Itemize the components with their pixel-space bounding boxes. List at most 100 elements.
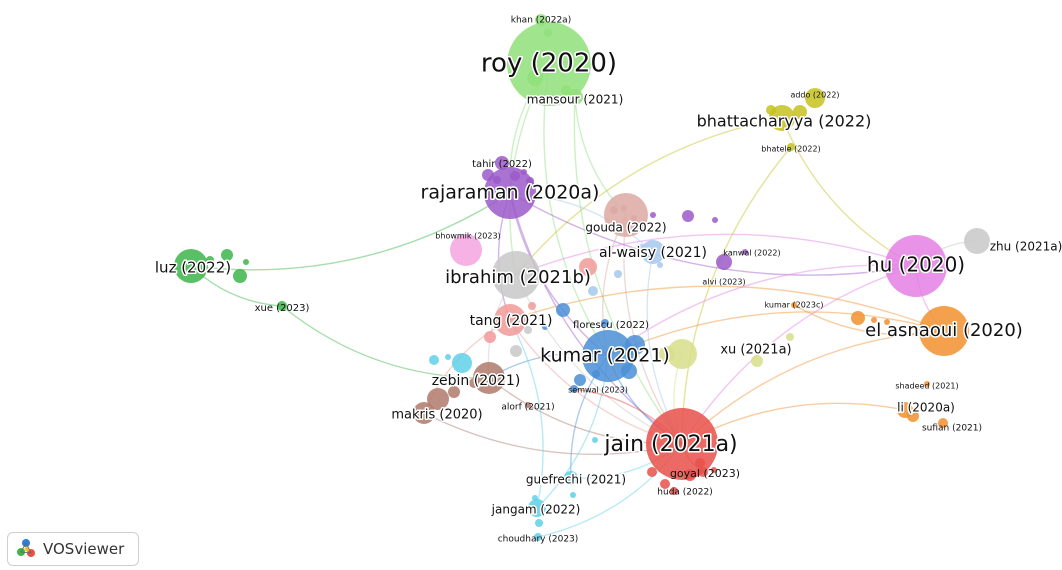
node-ibrahim[interactable] bbox=[492, 251, 540, 299]
node-tang[interactable] bbox=[494, 304, 526, 336]
node-mansour[interactable] bbox=[567, 89, 583, 105]
label-zebin[interactable]: zebin (2021) bbox=[430, 372, 522, 391]
label-bhattacharyya[interactable]: bhattacharyya (2022) bbox=[695, 110, 873, 132]
node-alorf[interactable] bbox=[525, 402, 531, 408]
satellite-node-51[interactable] bbox=[647, 467, 657, 477]
node-kanwal[interactable] bbox=[742, 249, 748, 255]
satellite-node-27[interactable] bbox=[556, 303, 570, 317]
node-khan[interactable] bbox=[535, 14, 547, 26]
node-makris[interactable] bbox=[413, 402, 435, 424]
label-addo[interactable]: addo (2022) bbox=[790, 91, 839, 100]
label-goyal[interactable]: goyal (2023) bbox=[670, 467, 740, 480]
satellite-node-16[interactable] bbox=[221, 249, 233, 261]
satellite-node-42[interactable] bbox=[429, 355, 439, 365]
node-al-waisy[interactable] bbox=[641, 240, 665, 264]
label-florescu[interactable]: florescu (2022) bbox=[573, 320, 649, 331]
satellite-node-17[interactable] bbox=[233, 269, 247, 283]
label-kumar[interactable]: kumar (2021) bbox=[539, 343, 672, 368]
satellite-node-22[interactable] bbox=[588, 286, 598, 296]
label-guefrechi[interactable]: guefrechi (2021) bbox=[524, 471, 627, 488]
node-kumar[interactable] bbox=[582, 330, 634, 382]
satellite-node-18[interactable] bbox=[243, 259, 249, 265]
satellite-node-32[interactable] bbox=[542, 324, 548, 330]
node-bhatele[interactable] bbox=[787, 143, 795, 151]
label-bhowmik[interactable]: bhowmik (2023) bbox=[435, 232, 500, 241]
satellite-node-10[interactable] bbox=[682, 210, 694, 222]
node-roy[interactable] bbox=[507, 22, 591, 106]
node-jangam[interactable] bbox=[528, 499, 546, 517]
satellite-node-56[interactable] bbox=[996, 243, 1004, 251]
node-bhowmik[interactable] bbox=[450, 234, 482, 266]
label-jangam[interactable]: jangam (2022) bbox=[489, 501, 582, 518]
node-jain[interactable] bbox=[646, 408, 718, 480]
node-sufian[interactable] bbox=[938, 418, 948, 428]
label-alvi[interactable]: alvi (2023) bbox=[702, 278, 745, 287]
node-alvi[interactable] bbox=[716, 254, 732, 270]
satellite-node-34[interactable] bbox=[524, 326, 532, 334]
node-zebin[interactable] bbox=[473, 362, 505, 394]
satellite-node-47[interactable] bbox=[535, 519, 543, 527]
node-tahir[interactable] bbox=[495, 156, 509, 170]
label-semwal[interactable]: semwal (2023) bbox=[568, 386, 628, 395]
satellite-node-24[interactable] bbox=[579, 258, 597, 276]
satellite-node-45[interactable] bbox=[570, 492, 576, 498]
satellite-node-30[interactable] bbox=[574, 374, 586, 386]
label-luz[interactable]: luz (2022) bbox=[153, 257, 232, 278]
node-shadeed[interactable] bbox=[924, 381, 930, 387]
label-xu[interactable]: xu (2021a) bbox=[719, 341, 793, 359]
satellite-node-55[interactable] bbox=[711, 467, 717, 473]
satellite-node-33[interactable] bbox=[510, 345, 522, 357]
label-ibrahim[interactable]: ibrahim (2021b) bbox=[444, 266, 593, 290]
node-zhu[interactable] bbox=[964, 228, 990, 254]
node-li[interactable] bbox=[897, 402, 913, 418]
node-luz[interactable] bbox=[174, 249, 208, 283]
label-shadeed[interactable]: shadeed (2021) bbox=[895, 382, 958, 391]
node-addo[interactable] bbox=[805, 88, 825, 108]
satellite-node-37[interactable] bbox=[884, 319, 890, 325]
label-alorf[interactable]: alorf (2021) bbox=[501, 403, 554, 413]
satellite-node-49[interactable] bbox=[448, 386, 460, 398]
node-elasnaoui[interactable] bbox=[919, 306, 969, 356]
label-sufian[interactable]: sufian (2021) bbox=[922, 424, 982, 434]
label-tang[interactable]: tang (2021) bbox=[468, 312, 554, 331]
label-hu[interactable]: hu (2020) bbox=[865, 251, 966, 278]
node-rajaraman[interactable] bbox=[484, 167, 536, 219]
satellite-node-44[interactable] bbox=[592, 437, 598, 443]
node-bhattacharyya[interactable] bbox=[769, 105, 795, 131]
node-guefrechi[interactable] bbox=[564, 471, 578, 485]
label-al-waisy[interactable]: al-waisy (2021) bbox=[597, 244, 708, 263]
satellite-node-35[interactable] bbox=[851, 311, 865, 325]
node-hu[interactable] bbox=[885, 235, 947, 297]
node-choudhary[interactable] bbox=[534, 533, 542, 541]
label-rajaraman[interactable]: rajaraman (2020a) bbox=[419, 180, 601, 205]
label-kanwal[interactable]: kanwal (2022) bbox=[723, 249, 780, 258]
node-kumar2023c[interactable] bbox=[791, 302, 797, 308]
label-elasnaoui[interactable]: el asnaoui (2020) bbox=[864, 319, 1025, 343]
label-makris[interactable]: makris (2020) bbox=[390, 406, 484, 424]
node-goyal[interactable] bbox=[698, 467, 708, 477]
label-mansour[interactable]: mansour (2021) bbox=[525, 91, 625, 108]
label-khan[interactable]: khan (2022a) bbox=[511, 16, 571, 26]
satellite-node-43[interactable] bbox=[445, 354, 451, 360]
node-xu[interactable] bbox=[667, 339, 697, 369]
satellite-node-26[interactable] bbox=[528, 302, 536, 310]
label-gouda[interactable]: gouda (2022) bbox=[584, 219, 668, 236]
satellite-node-23[interactable] bbox=[657, 262, 663, 268]
satellite-node-12[interactable] bbox=[650, 212, 656, 218]
satellite-node-21[interactable] bbox=[614, 270, 622, 278]
satellite-node-38[interactable] bbox=[751, 355, 763, 367]
label-zhu[interactable]: zhu (2021a) bbox=[988, 238, 1062, 255]
satellite-node-53[interactable] bbox=[660, 479, 670, 489]
node-florescu[interactable] bbox=[601, 319, 609, 327]
satellite-node-19[interactable] bbox=[206, 256, 214, 264]
label-xue[interactable]: xue (2023) bbox=[255, 303, 310, 314]
satellite-node-41[interactable] bbox=[452, 353, 472, 373]
vosviewer-logo-button[interactable]: VOSviewer bbox=[7, 532, 139, 566]
node-semwal[interactable] bbox=[570, 385, 578, 393]
satellite-node-48[interactable] bbox=[427, 388, 449, 410]
node-xue[interactable] bbox=[277, 301, 287, 311]
label-li[interactable]: li (2020a) bbox=[896, 399, 957, 416]
label-jain[interactable]: jain (2021a) bbox=[602, 431, 739, 459]
satellite-node-36[interactable] bbox=[871, 317, 877, 323]
